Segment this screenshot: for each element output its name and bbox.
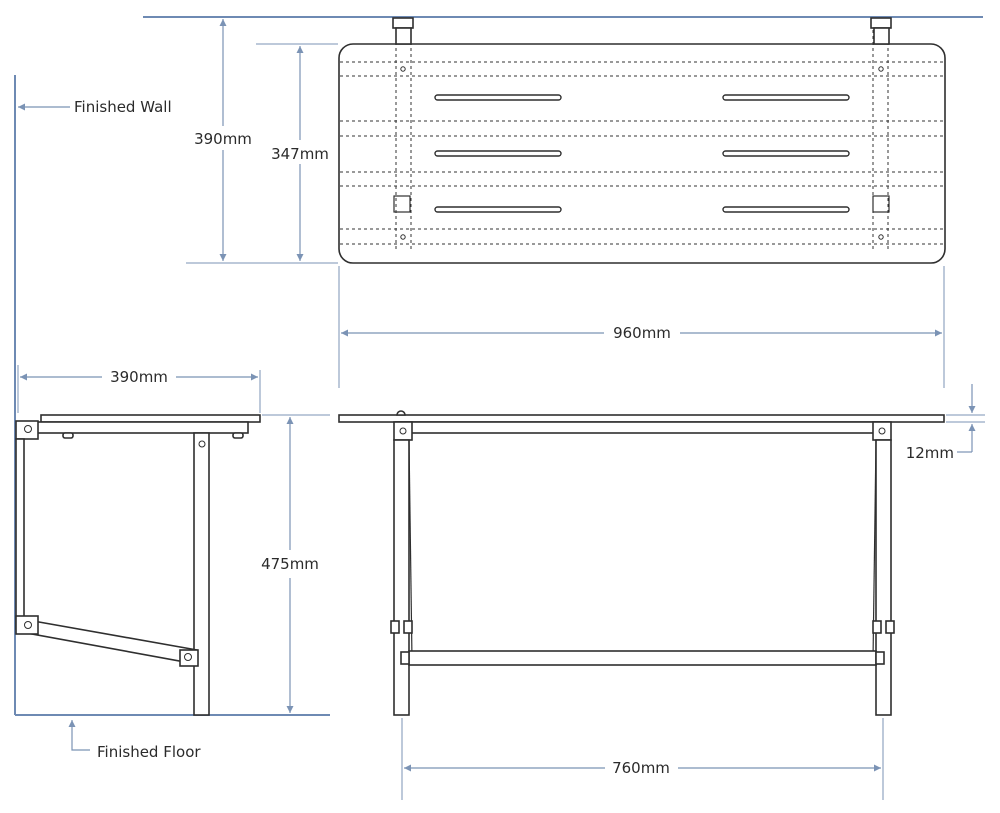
top-rivet: [400, 66, 406, 72]
dim-side-depth-label: 390mm: [110, 368, 168, 386]
dim-top-slat-label: 347mm: [271, 145, 329, 163]
dim-seat-thickness-label: 12mm: [906, 444, 954, 462]
finished-wall: Finished Wall: [14, 75, 172, 715]
finished-floor-label: Finished Floor: [97, 743, 201, 761]
finished-wall-label: Finished Wall: [74, 98, 172, 116]
top-frame-block-right: [872, 195, 890, 213]
side-leg: [193, 432, 210, 716]
side-frame-rail: [19, 421, 249, 434]
top-wall-bracket-left: [392, 17, 414, 45]
dim-top-depth-label: 390mm: [194, 130, 252, 148]
top-wall-bracket-right: [870, 17, 892, 45]
side-view: 390mm 475mm: [15, 365, 330, 716]
side-wall-strut: [15, 438, 25, 630]
dim-top-width-label: 960mm: [613, 324, 671, 342]
front-leg-right: [875, 439, 892, 716]
top-hidden-frame: [340, 30, 944, 250]
top-rivet: [878, 234, 884, 240]
front-crossbar: [408, 650, 877, 666]
front-seat-plate: [338, 414, 945, 423]
front-view: 760mm 12mm: [338, 384, 985, 800]
top-frame-block-left: [393, 195, 411, 213]
top-seat-outline: [338, 43, 946, 264]
dim-leg-spacing-label: 760mm: [612, 759, 670, 777]
side-seat-plate: [40, 414, 261, 423]
top-rivet: [400, 234, 406, 240]
dim-side-height-label: 475mm: [261, 555, 319, 573]
top-rivet: [878, 66, 884, 72]
finished-floor: Finished Floor: [15, 714, 330, 761]
front-frame-rail: [395, 421, 890, 434]
top-view: 390mm 347mm 960mm: [143, 16, 983, 388]
side-diagonal-brace: [20, 618, 198, 665]
front-leg-left: [393, 439, 410, 716]
top-drain-slots: [434, 94, 850, 213]
